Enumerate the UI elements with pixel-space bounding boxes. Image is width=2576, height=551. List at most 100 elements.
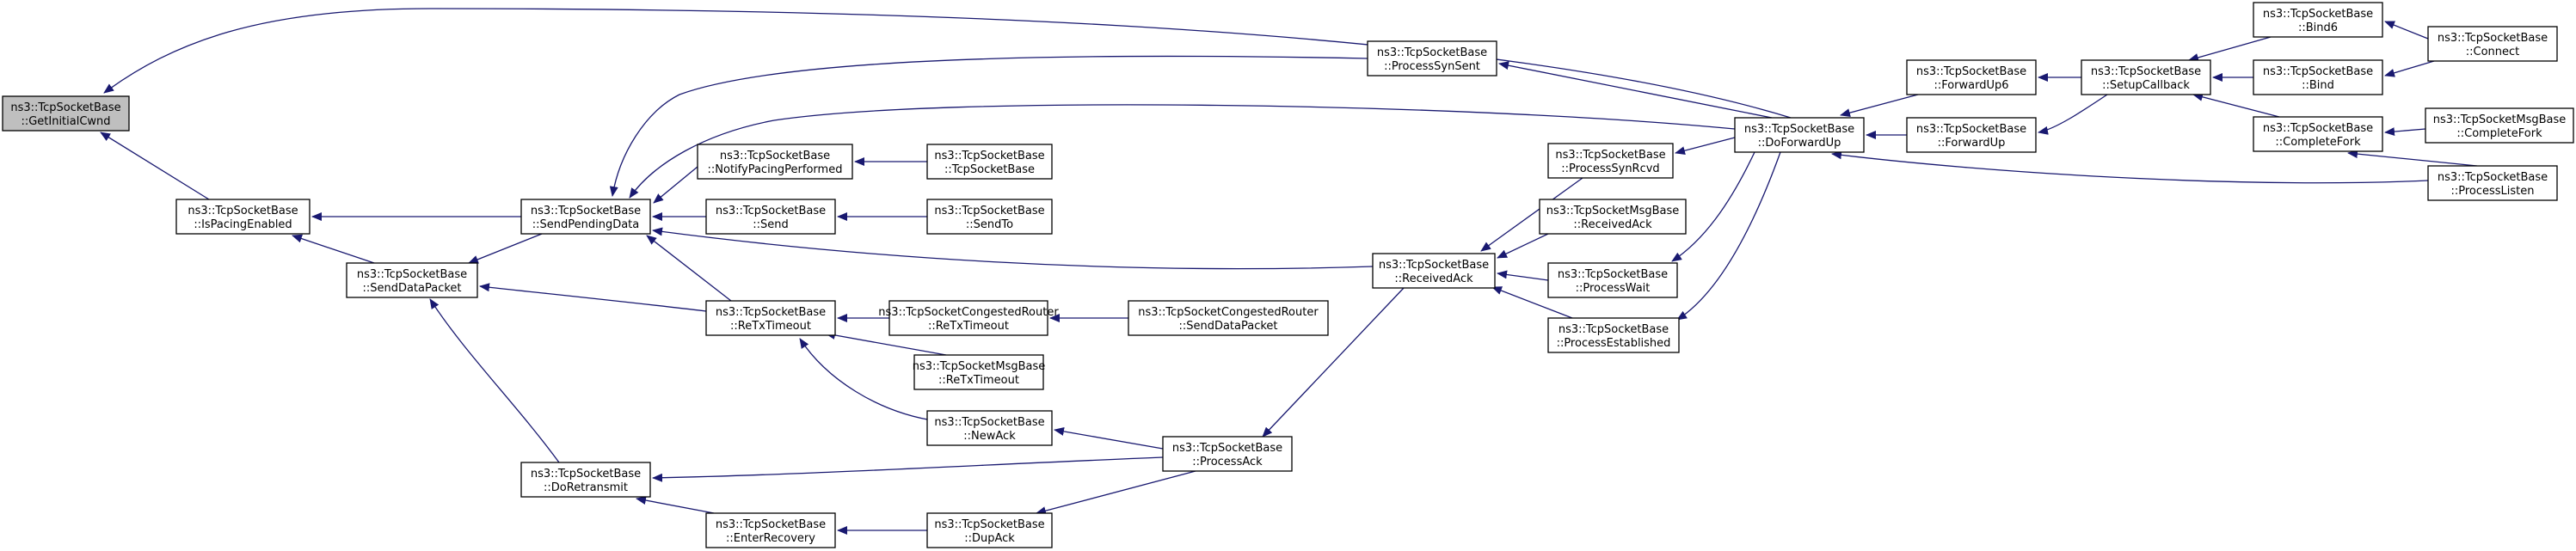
edge-line xyxy=(1831,150,2429,184)
node-box xyxy=(705,300,836,336)
node-method-label: ::NotifyPacingPerformed xyxy=(708,163,843,176)
node-method-label: ::Connect xyxy=(2466,46,2520,58)
node-processack[interactable]: ns3::TcpSocketBase::ProcessAck xyxy=(1162,436,1293,472)
node-box xyxy=(1539,199,1687,235)
edge-line xyxy=(1491,286,1573,319)
edge-msg_completefork-to-completefork xyxy=(2384,127,2426,137)
node-receivedack[interactable]: ns3::TcpSocketBase::ReceivedAck xyxy=(1372,253,1496,289)
node-class-label: ns3::TcpSocketBase xyxy=(2263,122,2373,135)
node-class-label: ns3::TcpSocketBase xyxy=(531,205,641,217)
node-method-label: ::SendDataPacket xyxy=(1178,320,1277,333)
node-class-label: ns3::TcpSocketCongestedRouter xyxy=(1138,306,1319,319)
node-box xyxy=(926,512,1053,548)
node-dupack[interactable]: ns3::TcpSocketBase::DupAck xyxy=(926,512,1053,548)
node-class-label: ns3::TcpSocketBase xyxy=(934,416,1044,429)
node-method-label: ::Bind6 xyxy=(2298,21,2338,34)
edge-line xyxy=(2192,92,2280,118)
node-forwardup[interactable]: ns3::TcpSocketBase::ForwardUp xyxy=(1906,117,2037,153)
node-sendto[interactable]: ns3::TcpSocketBase::SendTo xyxy=(926,199,1053,235)
edge-line xyxy=(103,8,1792,119)
node-box xyxy=(2,95,130,132)
edge-line xyxy=(2384,21,2429,40)
node-processwait[interactable]: ns3::TcpSocketBase::ProcessWait xyxy=(1547,262,1678,298)
node-method-label: ::ReTxTimeout xyxy=(730,320,811,333)
node-senddatapacket[interactable]: ns3::TcpSocketBase::SendDataPacket xyxy=(346,262,478,298)
node-processsynrcvd[interactable]: ns3::TcpSocketBase::ProcessSynRcvd xyxy=(1547,143,1674,179)
node-class-label: ns3::TcpSocketMsgBase xyxy=(913,360,1046,373)
node-method-label: ::DoForwardUp xyxy=(1758,137,1841,150)
edge-bind6-to-setupcallback xyxy=(2188,36,2272,62)
node-bind[interactable]: ns3::TcpSocketBase::Bind xyxy=(2253,59,2383,95)
edge-line xyxy=(1036,470,1196,516)
node-method-label: ::TcpSocketBase xyxy=(944,163,1035,176)
node-class-label: ns3::TcpSocketBase xyxy=(2438,32,2548,45)
node-processsynsent[interactable]: ns3::TcpSocketBase::ProcessSynSent xyxy=(1367,40,1497,77)
node-box xyxy=(926,410,1053,446)
node-ispacingenabled[interactable]: ns3::TcpSocketBase::IsPacingEnabled xyxy=(175,199,310,235)
node-processlisten[interactable]: ns3::TcpSocketBase::ProcessListen xyxy=(2427,165,2558,201)
edge-line xyxy=(653,166,698,204)
node-newack[interactable]: ns3::TcpSocketBase::NewAck xyxy=(926,410,1053,446)
node-class-label: ns3::TcpSocketBase xyxy=(716,306,826,319)
node-box xyxy=(1906,59,2037,95)
edge-processestablished-to-receivedack xyxy=(1491,286,1573,319)
edge-line xyxy=(1497,270,1549,281)
node-class-label: ns3::TcpSocketBase xyxy=(716,205,826,217)
node-doforwardup[interactable]: ns3::TcpSocketBase::DoForwardUp xyxy=(1734,117,1865,153)
node-box xyxy=(1367,40,1497,77)
node-box xyxy=(913,354,1044,390)
edge-line xyxy=(2384,60,2435,77)
node-method-label: ::ReceivedAck xyxy=(1573,218,1652,231)
node-completefork[interactable]: ns3::TcpSocketBase::CompleteFork xyxy=(2253,116,2383,152)
node-method-label: ::ForwardUp6 xyxy=(1934,79,2008,92)
edge-completefork-to-setupcallback xyxy=(2192,92,2280,118)
node-method-label: ::SendTo xyxy=(966,218,1013,231)
node-cr_retxtimeout[interactable]: ns3::TcpSocketCongestedRouter::ReTxTimeo… xyxy=(878,300,1059,336)
node-doretransmit[interactable]: ns3::TcpSocketBase::DoRetransmit xyxy=(520,462,651,498)
node-class-label: ns3::TcpSocketBase xyxy=(1916,65,2026,78)
node-class-label: ns3::TcpSocketBase xyxy=(716,518,826,531)
node-setupcallback[interactable]: ns3::TcpSocketBase::SetupCallback xyxy=(2081,59,2211,95)
node-enterrecovery[interactable]: ns3::TcpSocketBase::EnterRecovery xyxy=(705,512,836,548)
node-cr_senddatapacket[interactable]: ns3::TcpSocketCongestedRouter::SendDataP… xyxy=(1128,300,1329,336)
node-tcpsocketbase[interactable]: ns3::TcpSocketBase::TcpSocketBase xyxy=(926,144,1053,180)
node-box xyxy=(1372,253,1496,289)
node-msg_retxtimeout[interactable]: ns3::TcpSocketMsgBase::ReTxTimeout xyxy=(913,354,1046,390)
node-box xyxy=(346,262,478,298)
edge-doforwardup-to-sendpendingdata xyxy=(629,104,1736,199)
node-method-label: ::SendDataPacket xyxy=(362,282,461,295)
node-method-label: ::CompleteFork xyxy=(2275,136,2361,149)
node-msg_receivedack[interactable]: ns3::TcpSocketMsgBase::ReceivedAck xyxy=(1539,199,1687,235)
node-method-label: ::Bind xyxy=(2302,79,2334,92)
node-msg_completefork[interactable]: ns3::TcpSocketMsgBase::CompleteFork xyxy=(2425,107,2574,144)
node-class-label: ns3::TcpSocketBase xyxy=(2091,65,2201,78)
node-box xyxy=(705,199,836,235)
node-method-label: ::ProcessAck xyxy=(1192,456,1263,468)
node-box xyxy=(1547,262,1678,298)
node-send[interactable]: ns3::TcpSocketBase::Send xyxy=(705,199,836,235)
node-box xyxy=(1734,117,1865,153)
node-box xyxy=(520,462,651,498)
node-retxtimeout[interactable]: ns3::TcpSocketBase::ReTxTimeout xyxy=(705,300,836,336)
node-class-label: ns3::TcpSocketBase xyxy=(2263,65,2373,78)
node-notifypacing[interactable]: ns3::TcpSocketBase::NotifyPacingPerforme… xyxy=(697,144,853,180)
node-bind6[interactable]: ns3::TcpSocketBase::Bind6 xyxy=(2253,2,2383,38)
edge-line xyxy=(825,331,947,356)
node-class-label: ns3::TcpSocketMsgBase xyxy=(2433,113,2567,126)
node-method-label: ::EnterRecovery xyxy=(726,532,815,545)
edge-senddatapacket-to-ispacingenabled xyxy=(292,234,375,264)
node-forwardup6[interactable]: ns3::TcpSocketBase::ForwardUp6 xyxy=(1906,59,2037,95)
edge-setupcallback-to-forwardup xyxy=(2038,94,2108,135)
node-class-label: ns3::TcpSocketMsgBase xyxy=(1546,205,1680,217)
edge-line xyxy=(1498,61,1773,119)
edge-line xyxy=(2188,36,2272,62)
node-class-label: ns3::TcpSocketBase xyxy=(1379,259,1489,272)
node-connect[interactable]: ns3::TcpSocketBase::Connect xyxy=(2427,26,2558,62)
edge-retxtimeout-to-sendpendingdata xyxy=(646,235,732,302)
node-method-label: ::GetInitialCwnd xyxy=(21,115,110,128)
edge-line xyxy=(468,233,543,264)
node-processestablished[interactable]: ns3::TcpSocketBase::ProcessEstablished xyxy=(1547,317,1680,353)
node-class-label: ns3::TcpSocketBase xyxy=(1555,149,1665,162)
node-box xyxy=(697,144,853,180)
node-sendpendingdata[interactable]: ns3::TcpSocketBase::SendPendingData xyxy=(520,199,651,235)
